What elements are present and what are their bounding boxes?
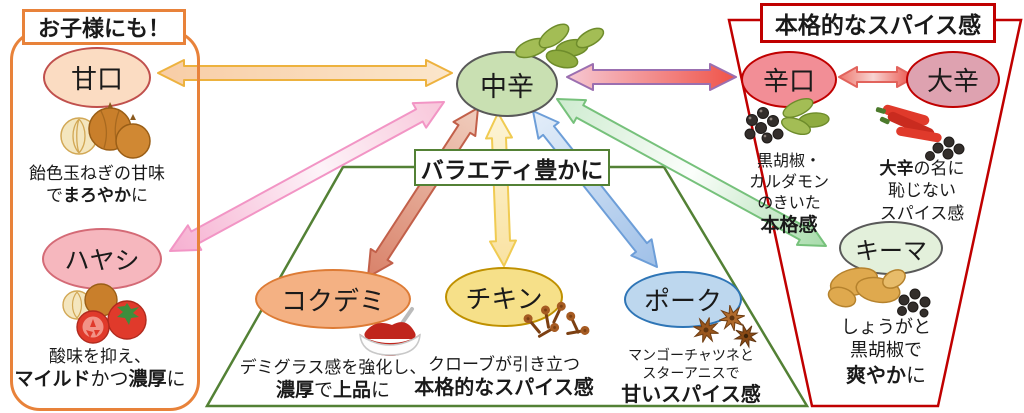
karakuchi-desc-line3: のきいた — [757, 194, 821, 212]
node-hayashi-label: ハヤシ — [64, 247, 140, 275]
arrow-chuukara-karakuchi — [566, 63, 737, 91]
keema-description: しょうがと 黒胡椒で 爽やかに — [841, 316, 931, 389]
node-kokudemi: コクデミ — [255, 269, 411, 329]
variety-header-label: バラエティ豊かに — [420, 156, 604, 183]
node-ookara: 大辛 — [906, 51, 1000, 108]
keema-desc-line1: しょうがと — [841, 317, 931, 337]
hayashi-desc-line2: マイルドかつ濃厚に — [14, 368, 186, 390]
amakuchi-desc-line1: 飴色玉ねぎの甘味 — [29, 164, 165, 183]
pork-desc-line2: スターアニスで — [642, 364, 740, 381]
arrow-keema-chuukara — [556, 98, 827, 247]
karakuchi-desc-line4: 本格感 — [760, 215, 818, 237]
chili-image — [868, 104, 968, 167]
kokudemi-desc-line1: デミグラス感を強化し、 — [239, 358, 427, 377]
ginger-pepper-image — [820, 256, 938, 323]
kids-header-label: お子様にも！ — [37, 16, 170, 41]
node-chuukara: 中辛 — [456, 51, 558, 117]
chicken-desc-line1: クローブが引き立つ — [428, 355, 580, 374]
amakuchi-description: 飴色玉ねぎの甘味 でまろやかに — [29, 163, 165, 207]
kids-header: お子様にも！ — [22, 9, 186, 45]
pork-desc-line1: マンゴーチャツネと — [628, 347, 754, 363]
node-chicken: チキン — [445, 267, 563, 327]
tomato-onion-image — [55, 278, 155, 351]
node-ookara-label: 大辛 — [926, 66, 979, 96]
chicken-desc-line2: 本格的なスパイス感 — [414, 376, 594, 399]
ookara-description: 大辛の名に 恥じない スパイス感 — [880, 158, 965, 225]
keema-desc-line3: 爽やかに — [846, 364, 926, 387]
authentic-spice-header: 本格的なスパイス感 — [760, 3, 996, 43]
kokudemi-description: デミグラス感を強化し、 濃厚で上品に — [240, 357, 427, 403]
chicken-description: クローブが引き立つ 本格的なスパイス感 — [414, 354, 593, 401]
node-chuukara-label: 中辛 — [480, 71, 534, 102]
kokudemi-desc-line2: 濃厚で上品に — [275, 379, 391, 401]
onions-image — [52, 96, 152, 167]
karakuchi-desc-line2: カルダモン — [748, 173, 830, 191]
cardamom-image — [502, 16, 610, 81]
arrow-chicken-chuukara — [485, 112, 517, 267]
node-hayashi: ハヤシ — [42, 228, 162, 290]
pepper-cardamom-image — [736, 90, 830, 157]
node-keema-label: キーマ — [855, 237, 927, 265]
node-amakuchi: 甘口 — [43, 47, 151, 108]
demiglace-bowl-image — [348, 303, 432, 368]
karakuchi-desc-line1: 黒胡椒・ — [756, 153, 822, 170]
keema-desc-line2: 黒胡椒で — [850, 340, 922, 361]
node-amakuchi-label: 甘口 — [70, 64, 123, 94]
node-pork-label: ポーク — [643, 286, 722, 316]
cloves-image — [510, 293, 598, 356]
ookara-desc-line3: スパイス感 — [879, 203, 965, 223]
ookara-desc-line1: 大辛の名に — [879, 159, 965, 178]
hayashi-desc-line1: 酸味を抑え、 — [49, 347, 151, 366]
arrow-karakuchi-ookara — [838, 66, 916, 88]
pork-desc-line3: 甘いスパイス感 — [621, 383, 761, 406]
variety-header: バラエティ豊かに — [414, 149, 610, 186]
hayashi-description: 酸味を抑え、 マイルドかつ濃厚に — [14, 346, 185, 392]
amakuchi-desc-line2: でまろやかに — [46, 185, 148, 205]
pork-description: マンゴーチャツネと スターアニスで 甘いスパイス感 — [621, 347, 760, 408]
node-kokudemi-label: コクデミ — [280, 285, 385, 316]
node-karakuchi: 辛口 — [741, 51, 837, 108]
node-chicken-label: チキン — [465, 283, 543, 314]
node-karakuchi-label: 辛口 — [762, 66, 815, 96]
arrow-amakuchi-chuukara — [157, 59, 453, 87]
karakuchi-description: 黒胡椒・ カルダモン のきいた 本格感 — [749, 152, 829, 239]
node-keema: キーマ — [839, 221, 943, 275]
ookara-desc-line2: 恥じない — [888, 181, 956, 201]
star-anise-image — [684, 300, 768, 357]
authentic-spice-header-label: 本格的なスパイス感 — [774, 12, 982, 38]
